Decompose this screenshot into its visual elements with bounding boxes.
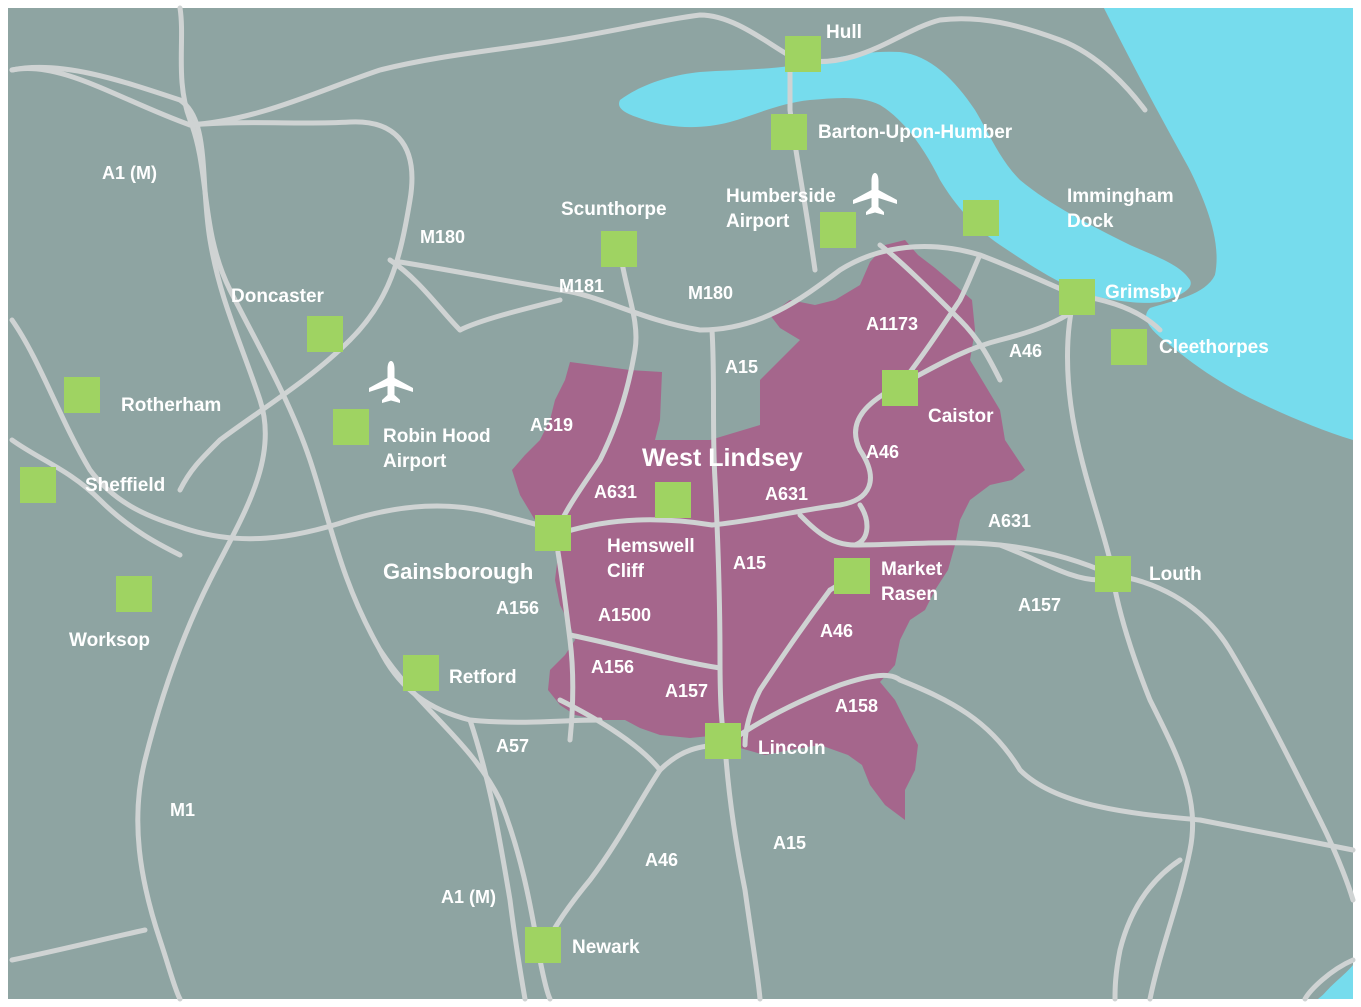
town-marker-worksop[interactable] — [116, 576, 152, 612]
road-label: A46 — [820, 621, 853, 641]
town-marker-newark[interactable] — [525, 927, 561, 963]
town-marker-doncaster[interactable] — [307, 316, 343, 352]
road-label: A631 — [765, 484, 808, 504]
town-label-louth: Louth — [1149, 564, 1202, 585]
sea-east — [1104, 8, 1353, 999]
town-label-sheffield: Sheffield — [85, 475, 165, 496]
road-label: A156 — [591, 657, 634, 677]
road-label: A631 — [988, 511, 1031, 531]
town-marker-barton[interactable] — [771, 114, 807, 150]
road-label: M180 — [420, 227, 465, 247]
town-marker-lincoln[interactable] — [705, 723, 741, 759]
town-label-hull: Hull — [826, 22, 862, 43]
town-marker-scunthorpe[interactable] — [601, 231, 637, 267]
town-marker-immingham[interactable] — [963, 200, 999, 236]
road-labels: A1 (M) M180 M181 M180 A1173 A15 A46 A519… — [102, 163, 1061, 907]
district-label: West Lindsey — [642, 444, 803, 472]
road-label: A157 — [665, 681, 708, 701]
town-label-cleethorpes: Cleethorpes — [1159, 337, 1269, 358]
road-label: M1 — [170, 800, 195, 820]
road-network — [9, 5, 1356, 1002]
town-marker-gainsborough[interactable] — [535, 515, 571, 551]
town-marker-caistor[interactable] — [882, 370, 918, 406]
town-label-rotherham: Rotherham — [121, 395, 221, 416]
town-marker-louth[interactable] — [1095, 556, 1131, 592]
road-label: A156 — [496, 598, 539, 618]
town-marker-sheffield[interactable] — [20, 467, 56, 503]
road-label: M180 — [688, 283, 733, 303]
road-label: A15 — [733, 553, 766, 573]
town-marker-rotherham[interactable] — [64, 377, 100, 413]
town-marker-retford[interactable] — [403, 655, 439, 691]
town-label-doncaster: Doncaster — [231, 286, 325, 307]
town-marker-hemswell[interactable] — [655, 482, 691, 518]
road-label: A46 — [645, 850, 678, 870]
town-label-lincoln: Lincoln — [758, 738, 826, 759]
road-label: A15 — [773, 833, 806, 853]
road-label: A1173 — [866, 314, 918, 334]
road-label: A1 (M) — [102, 163, 157, 183]
town-label-caistor: Caistor — [928, 406, 994, 427]
town-label-worksop: Worksop — [69, 630, 150, 651]
road-label: A57 — [496, 736, 529, 756]
town-marker-hull[interactable] — [785, 36, 821, 72]
town-marker-market-rasen[interactable] — [834, 558, 870, 594]
town-label-gainsborough: Gainsborough — [383, 559, 533, 584]
town-marker-grimsby[interactable] — [1059, 279, 1095, 315]
town-label-grimsby: Grimsby — [1105, 282, 1183, 303]
town-label-retford: Retford — [449, 667, 517, 688]
road-label: A158 — [835, 696, 878, 716]
road-label: A157 — [1018, 595, 1061, 615]
road-label: A46 — [866, 442, 899, 462]
humber-estuary — [619, 51, 1191, 303]
town-marker-cleethorpes[interactable] — [1111, 329, 1147, 365]
town-label-newark: Newark — [572, 937, 640, 958]
town-markers — [20, 36, 1147, 963]
town-label-barton: Barton-Upon-Humber — [818, 122, 1013, 143]
road-label: A519 — [530, 415, 573, 435]
road-label: A46 — [1009, 341, 1042, 361]
road-label: A631 — [594, 482, 637, 502]
road-label: A1 (M) — [441, 887, 496, 907]
town-marker-robin-hood[interactable] — [333, 409, 369, 445]
road-label: A1500 — [598, 605, 651, 625]
town-marker-humberside-airport[interactable] — [820, 212, 856, 248]
road-label: A15 — [725, 357, 758, 377]
road-label: M181 — [559, 276, 604, 296]
town-label-scunthorpe: Scunthorpe — [561, 199, 667, 220]
